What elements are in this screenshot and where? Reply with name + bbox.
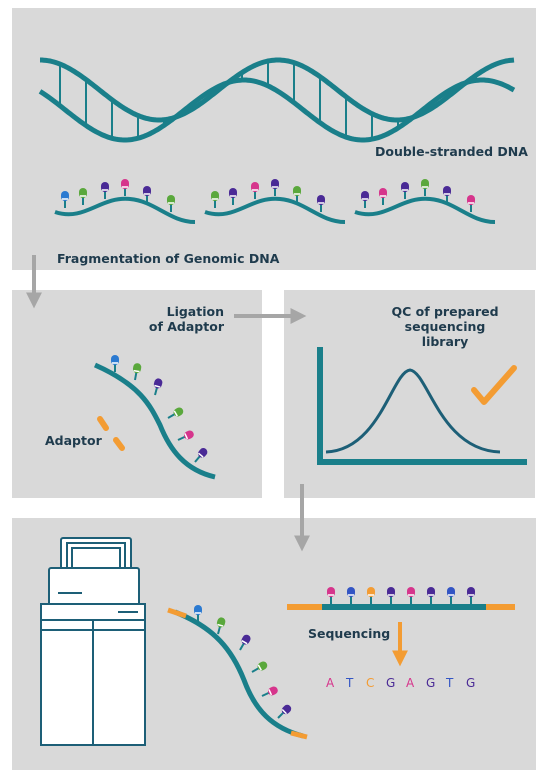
adaptor-pieces	[97, 416, 125, 451]
label-sequencing: Sequencing	[308, 626, 391, 641]
dna-fragment	[354, 179, 496, 224]
nucleotide-icon	[317, 195, 325, 212]
nucleotide-icon	[271, 179, 279, 196]
sequence-base: G	[386, 676, 396, 690]
nucleotide-icon	[467, 587, 475, 604]
nucleotide-icon	[421, 179, 429, 196]
qc-curve	[325, 368, 501, 454]
nucleotide-icon	[427, 587, 435, 604]
sequence-base: T	[446, 676, 454, 690]
label-ligation-line1: Ligation	[166, 304, 224, 319]
qc-distribution-chart	[317, 347, 527, 465]
nucleotide-icon	[167, 407, 184, 419]
label-double-stranded-dna: Double-stranded DNA	[375, 144, 528, 159]
nucleotide-icon	[379, 188, 387, 205]
nucleotide-icon	[443, 186, 451, 203]
sequence-base: A	[326, 676, 335, 690]
label-fragmentation: Fragmentation of Genomic DNA	[57, 251, 280, 266]
nucleotide-icon	[61, 191, 69, 208]
nucleotide-icon	[447, 587, 455, 604]
sequencer-icon	[40, 537, 146, 746]
qc-axes	[317, 347, 527, 465]
nucleotide-icon	[194, 605, 202, 622]
dna-fragment	[54, 179, 196, 224]
nucleotide-icon	[361, 191, 369, 208]
label-adaptor: Adaptor	[45, 433, 102, 448]
nucleotide-icon	[194, 448, 208, 463]
nucleotide-icon	[79, 188, 87, 205]
nucleotide-icon	[177, 430, 194, 441]
nucleotide-icon	[111, 355, 119, 372]
nucleotide-icon	[387, 587, 395, 604]
nucleotide-icon	[121, 179, 129, 196]
nucleotide-icon	[277, 704, 292, 719]
dna-fragment	[204, 179, 346, 224]
nucleotide-icon	[211, 191, 219, 208]
dna-fragments	[54, 179, 496, 224]
label-qc: QC of prepared sequencing library	[380, 304, 510, 349]
nucleotide-icon	[407, 587, 415, 604]
sequence-base: A	[406, 676, 415, 690]
nucleotide-icon	[327, 587, 335, 604]
label-ligation: Ligation of Adaptor	[140, 304, 224, 334]
nucleotide-icon	[143, 186, 151, 203]
sequence-base: G	[466, 676, 476, 690]
nucleotide-icon	[132, 363, 142, 381]
label-qc-line2: sequencing library	[404, 319, 486, 349]
adaptor-ligated-strand	[93, 355, 216, 480]
nucleotide-icon	[251, 661, 268, 673]
nucleotide-icon	[153, 378, 163, 396]
sequence-base: G	[426, 676, 436, 690]
nucleotide-icon	[229, 188, 237, 205]
nucleotide-icon	[101, 182, 109, 199]
nucleotide-icon	[239, 634, 251, 651]
label-qc-line1: QC of prepared	[391, 304, 499, 319]
nucleotide-icon	[367, 587, 375, 604]
sequencing-strand	[167, 605, 308, 740]
nucleotide-icon	[467, 195, 475, 212]
nucleotide-icon	[401, 182, 409, 199]
panel-dna	[12, 8, 536, 270]
nucleotide-icon	[251, 182, 259, 199]
sequence-base: T	[346, 676, 354, 690]
label-ligation-line2: of Adaptor	[148, 319, 224, 334]
nucleotide-icon	[167, 195, 175, 212]
sequence-base: C	[366, 676, 375, 690]
double-stranded-dna	[38, 57, 516, 143]
nucleotide-icon	[293, 186, 301, 203]
nucleotide-icon	[347, 587, 355, 604]
checkmark-icon	[471, 365, 517, 405]
nucleotide-icon	[216, 617, 226, 635]
sequencing-bar	[287, 587, 515, 610]
nucleotide-icon	[261, 686, 278, 697]
